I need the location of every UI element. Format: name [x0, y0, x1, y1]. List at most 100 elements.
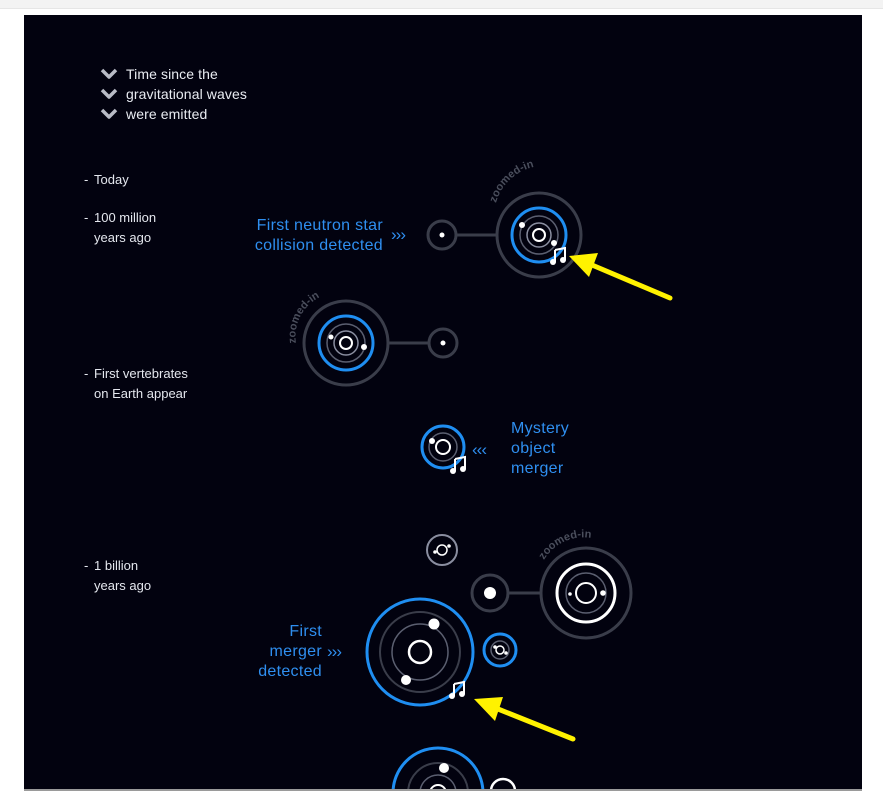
orbit-ring: [575, 582, 597, 604]
music-note-icon[interactable]: [449, 680, 465, 699]
orbit-ring: [379, 611, 461, 693]
star-dot: [361, 344, 367, 350]
orbit-ring: [391, 746, 485, 789]
chevron-right-arrows-icon: ›››: [391, 225, 406, 244]
legend-text: were emitted: [126, 106, 208, 122]
mystery-object-merger[interactable]: [420, 424, 466, 474]
orbit-ring: [333, 330, 359, 356]
orbit-ring: [365, 597, 475, 707]
merger-event-small-blue[interactable]: [482, 632, 518, 668]
merger-node: [427, 327, 459, 359]
chevron-right-arrows-icon: ›››: [327, 642, 342, 661]
orbit-ring: [420, 424, 466, 470]
zoom-ring: [302, 299, 390, 387]
yellow-arrow-icon: [569, 253, 673, 301]
tick-first-vertebrates: -First vertebrates on Earth appear: [84, 364, 188, 404]
event-label-line: merger: [511, 460, 564, 477]
zoom-ring: [495, 191, 583, 279]
orbit-ring: [429, 784, 447, 789]
tick-1-billion: -1 billion years ago: [84, 556, 151, 596]
tick-label: 100 million: [94, 210, 157, 225]
event-label-first-merger[interactable]: First merger detected: [230, 622, 322, 682]
orbit-ring: [419, 774, 457, 789]
chevron-down-icon: [100, 108, 118, 119]
panel-bottom-border: [24, 789, 862, 791]
orbit-ring: [526, 222, 552, 248]
orbit-ring: [407, 639, 433, 665]
zoomed-in-label: zoomed-in: [536, 528, 592, 561]
orbit-ring: [495, 645, 505, 655]
merger-event-two[interactable]: zoomed-in: [286, 289, 459, 387]
orbit-ring: [436, 544, 448, 556]
event-label-line: merger: [269, 643, 322, 660]
star-dot: [439, 232, 445, 238]
zoomed-in-text: zoomed-in: [536, 528, 592, 561]
star-dot: [504, 651, 508, 655]
orbit-ring: [519, 215, 559, 255]
legend-text: Time since the: [126, 66, 218, 82]
browser-top-bar: [0, 0, 883, 9]
star-dot: [439, 763, 449, 773]
orbit-ring: [339, 336, 353, 350]
event-label-line: First neutron star: [256, 217, 383, 234]
star-dot: [429, 438, 435, 444]
music-note-icon[interactable]: [450, 455, 466, 474]
merger-event-small[interactable]: [426, 534, 458, 566]
orbit-ring: [510, 206, 568, 264]
orbit-ring: [435, 439, 451, 455]
tick-label: on Earth appear: [94, 386, 188, 401]
star-dot: [600, 590, 606, 596]
event-label-line: collision detected: [254, 237, 383, 254]
event-label-mystery[interactable]: Mystery object merger: [511, 419, 569, 479]
legend: Time since the gravitational waves were …: [100, 64, 247, 124]
zoomed-in-text: zoomed-in: [487, 158, 535, 204]
music-note-icon[interactable]: [550, 246, 566, 265]
chevron-down-icon: [100, 68, 118, 79]
orbit-ring: [555, 562, 617, 624]
orbit-ring: [391, 623, 449, 681]
event-label-neutron-star[interactable]: First neutron star collision detected: [220, 216, 383, 256]
orbit-ring: [426, 534, 458, 566]
event-label-line: object: [511, 440, 556, 457]
merger-event-white[interactable]: zoomed-in: [470, 528, 633, 640]
star-dot: [493, 645, 497, 649]
tick-label: First vertebrates: [94, 366, 188, 381]
zoom-ring: [539, 546, 633, 640]
event-label-line: Mystery: [511, 420, 570, 437]
star-dot: [484, 587, 496, 599]
tick-label: years ago: [94, 578, 152, 593]
gravitational-wave-timeline: Time since the gravitational waves were …: [24, 15, 862, 789]
chevron-down-icon: [100, 88, 118, 99]
orbit-ring: [428, 432, 458, 462]
orbit-ring: [482, 632, 518, 668]
tick-100-million: -100 million years ago: [84, 208, 156, 248]
yellow-arrow-icon: [474, 697, 576, 742]
star-dot: [328, 334, 334, 340]
legend-row: gravitational waves: [100, 84, 247, 104]
first-merger[interactable]: [365, 597, 475, 707]
tick-label: years ago: [94, 230, 152, 245]
orbit-ring: [490, 640, 510, 660]
tick-label: 1 billion: [94, 558, 139, 573]
star-dot: [433, 550, 437, 554]
zoomed-in-label: zoomed-in: [487, 158, 535, 204]
star-dot: [428, 618, 440, 630]
star-dot: [519, 222, 525, 228]
orbit-ring: [532, 228, 546, 242]
chevron-left-arrows-icon: ‹‹‹: [472, 440, 487, 459]
neutron-star-merger[interactable]: zoomed-in: [426, 158, 583, 279]
star-dot: [440, 340, 446, 346]
merger-node: [489, 777, 517, 789]
orbit-ring: [407, 762, 469, 789]
star-dot: [447, 544, 451, 548]
tick-label: Today: [94, 172, 129, 187]
legend-row: were emitted: [100, 104, 247, 124]
star-dot: [551, 240, 557, 246]
orbit-ring: [565, 572, 607, 614]
orbit-ring: [317, 314, 375, 372]
star-dot: [568, 592, 572, 596]
star-dot: [401, 675, 411, 685]
event-label-line: detected: [258, 663, 322, 680]
tick-today: -Today: [84, 172, 129, 187]
merger-event-bottom[interactable]: [391, 746, 517, 789]
